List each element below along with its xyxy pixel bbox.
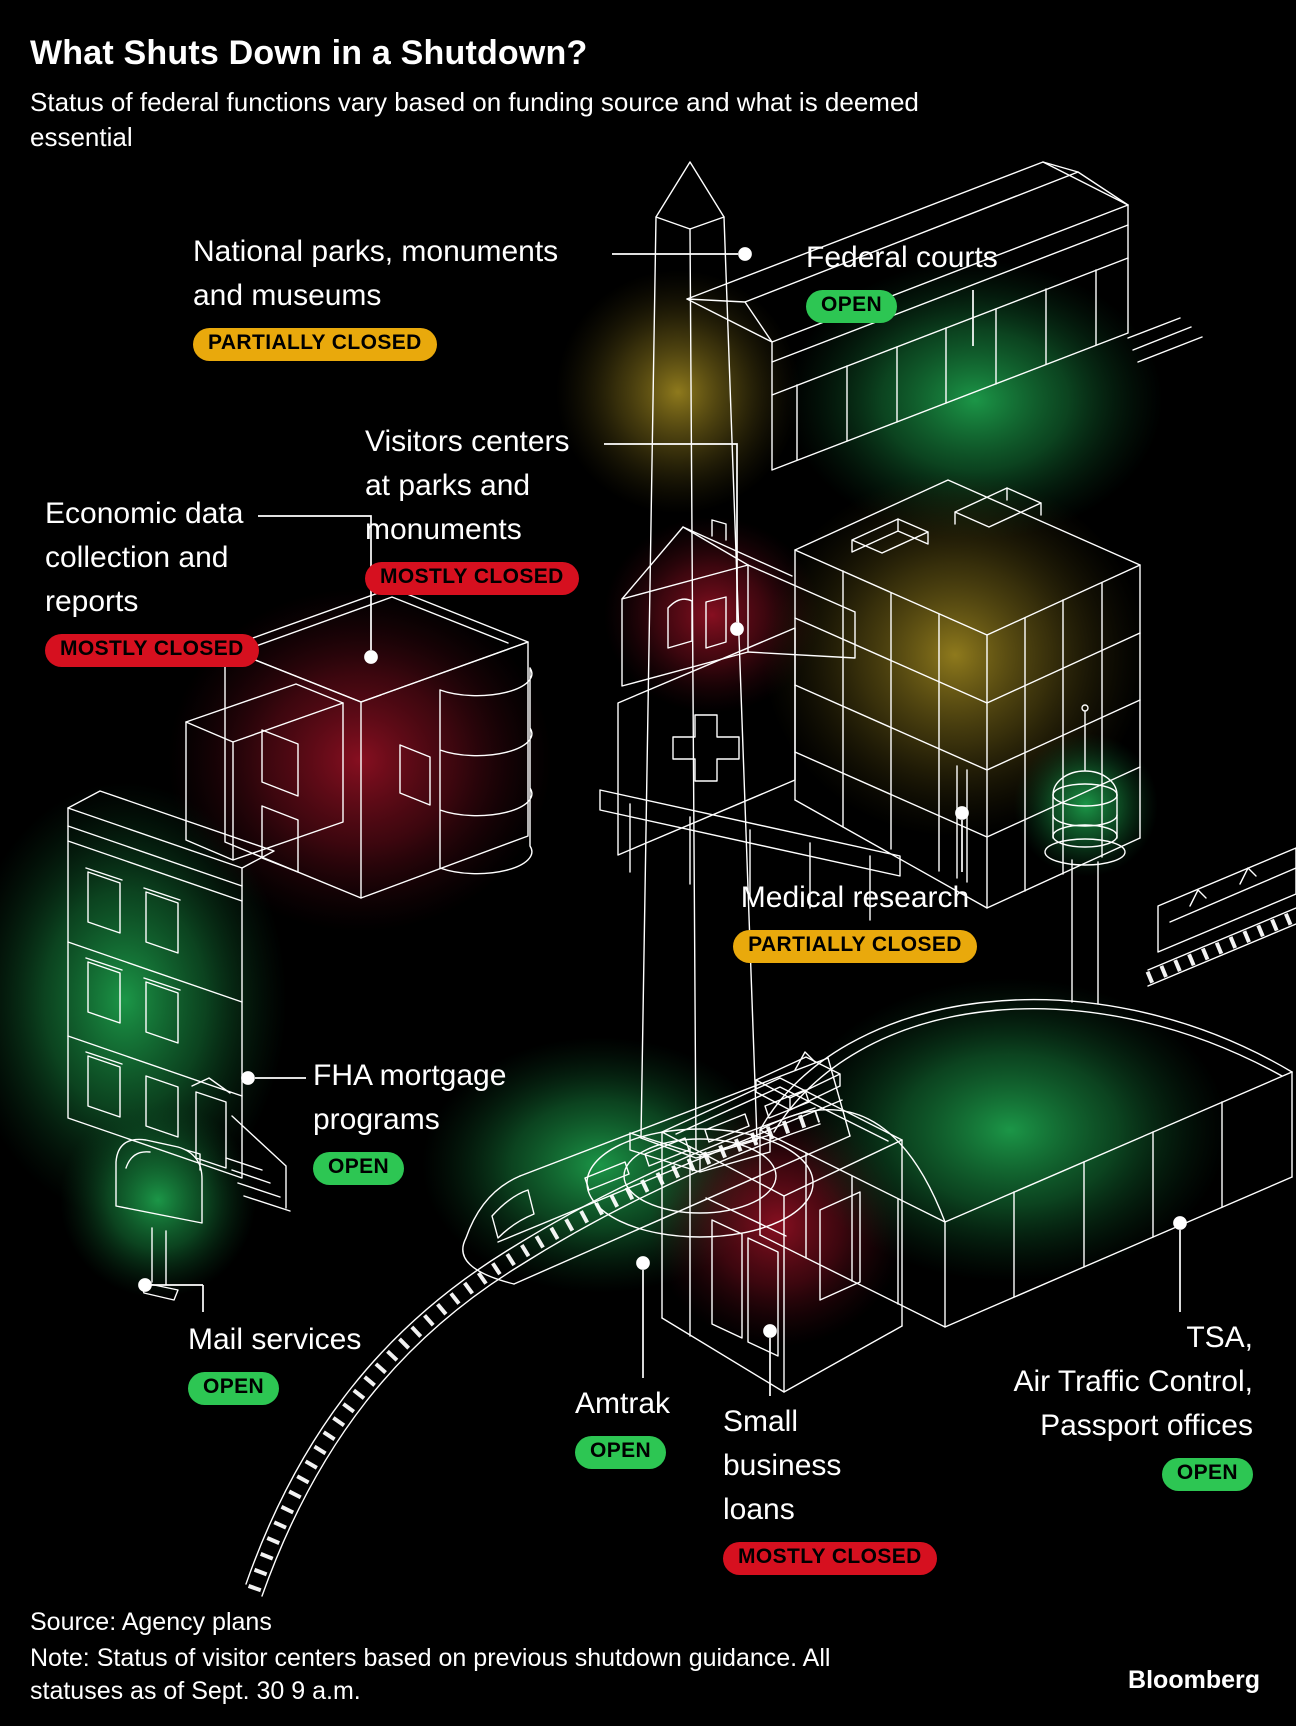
small-business-building xyxy=(661,1056,903,1393)
leader-mail-services xyxy=(151,1284,204,1312)
status-badge: OPEN xyxy=(1161,1458,1253,1491)
train-car-right xyxy=(1157,847,1296,953)
medical-cross-icon xyxy=(672,714,740,782)
leader-lines xyxy=(138,247,1187,1396)
status-badge: OPEN xyxy=(575,1436,667,1469)
annotation-label: TSA, Air Traffic Control, Passport offic… xyxy=(1013,1321,1253,1442)
annotation-label: Small business loans xyxy=(723,1405,842,1526)
annotation-federal-courts: Federal courts OPEN xyxy=(806,236,998,323)
fha-townhouse-building xyxy=(67,790,291,1212)
annotation-label: Federal courts xyxy=(806,241,998,274)
annotation-label: Amtrak xyxy=(575,1387,671,1420)
annotation-fha-mortgage: FHA mortgage programs OPEN xyxy=(313,1054,506,1185)
header: What Shuts Down in a Shutdown? Status of… xyxy=(30,34,919,155)
annotation-mail-services: Mail services OPEN xyxy=(188,1318,361,1405)
status-badge: PARTIALLY CLOSED xyxy=(193,328,437,361)
annotation-label: Visitors centers at parks and monuments xyxy=(365,425,570,546)
source-line: Source: Agency plans xyxy=(30,1608,272,1636)
status-badge: MOSTLY CLOSED xyxy=(45,634,259,667)
annotation-small-business: Small business loans MOSTLY CLOSED xyxy=(723,1400,937,1575)
glow-layer xyxy=(0,260,1228,1347)
monument-glow xyxy=(556,270,800,514)
leader-economic-data xyxy=(258,515,372,650)
leader-visitors-centers xyxy=(604,443,738,622)
train-tracks xyxy=(245,907,1296,1597)
economic-building-glow xyxy=(168,588,552,932)
economic-data-building xyxy=(185,587,533,899)
amtrak-train xyxy=(462,1051,851,1285)
status-badge: OPEN xyxy=(313,1152,405,1185)
annotation-amtrak: Amtrak OPEN xyxy=(575,1382,670,1469)
status-badge: OPEN xyxy=(188,1372,280,1405)
annotation-tsa: TSA, Air Traffic Control, Passport offic… xyxy=(1013,1316,1253,1491)
annotation-economic-data: Economic data collection and reports MOS… xyxy=(45,492,259,667)
annotation-visitors-centers: Visitors centers at parks and monuments … xyxy=(365,420,579,595)
page-title: What Shuts Down in a Shutdown? xyxy=(30,34,588,72)
federal-courts-building xyxy=(686,161,1203,471)
annotation-label: Economic data collection and reports xyxy=(45,497,244,618)
mailbox-glow xyxy=(60,1102,256,1298)
status-badge: MOSTLY CLOSED xyxy=(365,562,579,595)
annotation-national-parks: National parks, monuments and museums PA… xyxy=(193,230,558,361)
annotation-label: National parks, monuments and museums xyxy=(193,235,559,312)
page-subtitle: Status of federal functions vary based o… xyxy=(30,87,919,152)
medical-research-building xyxy=(599,479,1141,921)
status-badge: PARTIALLY CLOSED xyxy=(733,930,977,963)
status-badge: OPEN xyxy=(806,290,898,323)
mailbox xyxy=(115,1138,203,1301)
airport-glow xyxy=(792,978,1228,1282)
annotation-medical-research: Medical research PARTIALLY CLOSED xyxy=(665,876,1045,963)
control-tower-glow xyxy=(1014,733,1158,877)
annotation-label: FHA mortgage programs xyxy=(313,1059,507,1136)
status-badge: MOSTLY CLOSED xyxy=(723,1542,937,1575)
annotation-label: Mail services xyxy=(188,1323,362,1356)
air-traffic-control-tower xyxy=(1044,704,1126,1005)
bloomberg-logo: Bloomberg xyxy=(1128,1666,1260,1694)
federal-courts-glow xyxy=(787,260,1163,540)
annotation-label: Medical research xyxy=(740,881,970,914)
note-line: Note: Status of visitor centers based on… xyxy=(30,1644,831,1705)
airport-terminal-building xyxy=(759,998,1293,1328)
